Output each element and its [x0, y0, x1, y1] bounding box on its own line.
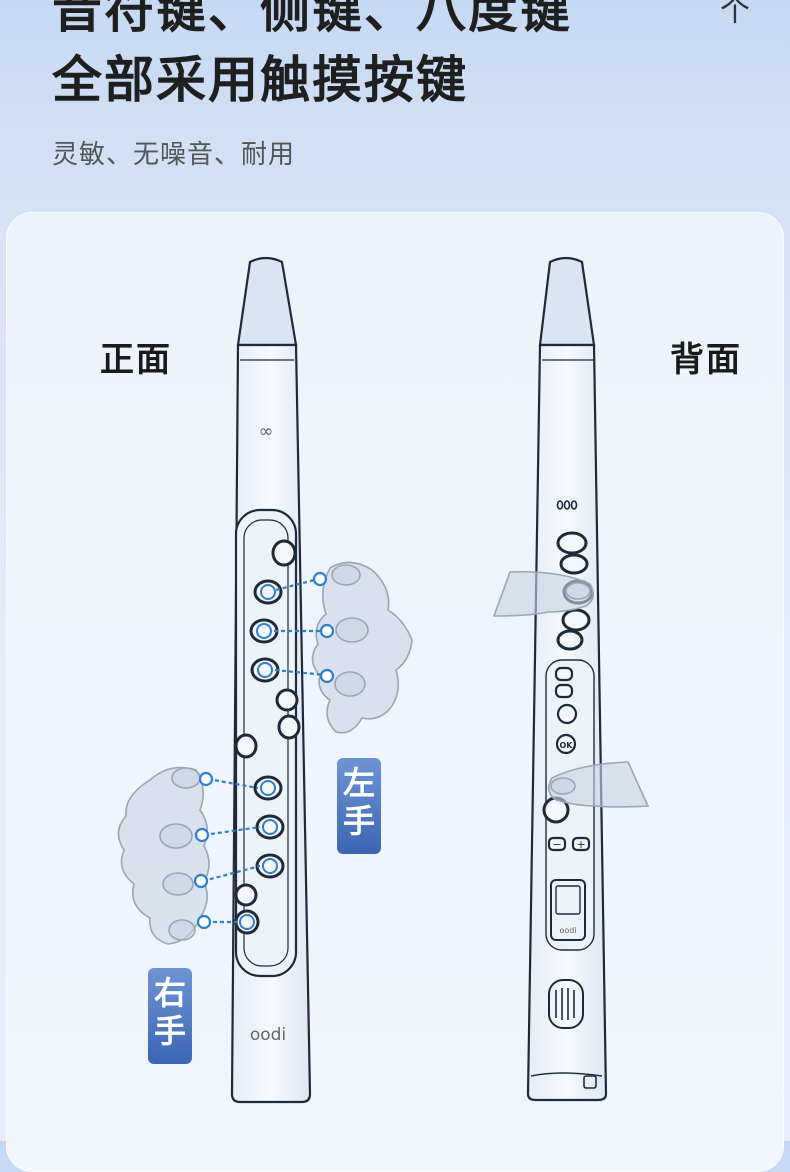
front-top-logo: ∞	[259, 421, 274, 442]
back-ok-label: OK	[560, 741, 574, 750]
left-hand-illustration	[311, 561, 413, 734]
side-key-3	[234, 733, 258, 759]
left-hand-tag-char-2: 手	[342, 802, 375, 840]
finger-dots	[193, 571, 335, 930]
headline-line-1: 音符键、侧键、八度键	[52, 0, 572, 39]
back-thumb-key-2	[561, 608, 591, 632]
back-button-2	[554, 683, 574, 699]
right-hand-tag-char-1: 右	[153, 974, 186, 1012]
back-mouthpiece	[538, 256, 596, 347]
back-ok-button	[555, 733, 577, 755]
right-hand-tag-char-2: 手	[153, 1012, 186, 1050]
front-mouthpiece	[236, 256, 298, 347]
octave-key	[271, 539, 297, 567]
side-key-4	[234, 883, 258, 907]
side-key-1	[275, 688, 299, 712]
back-octave-key-2	[559, 553, 589, 575]
back-bell-end	[530, 1072, 603, 1077]
back-thumb-illustrations	[492, 570, 650, 808]
front-view-label: 正面	[100, 340, 172, 380]
instrument-illustration: ∞ oodi	[117, 256, 650, 1104]
front-keys	[234, 539, 301, 935]
back-buttons	[542, 666, 591, 852]
headline-line-2: 全部采用触摸按键	[52, 51, 468, 109]
back-plus-button	[571, 836, 591, 852]
back-screen-brand: oodi	[559, 926, 576, 935]
back-button-1	[554, 666, 574, 682]
subtitle: 灵敏、无噪音、耐用	[52, 140, 296, 170]
back-octave-key-1	[556, 531, 588, 555]
back-view-label: 背面	[670, 340, 742, 380]
back-thumb-key-3	[556, 629, 584, 651]
note-key-4	[253, 775, 283, 801]
speaker-grille	[548, 979, 584, 1029]
front-brand-logo: oodi	[250, 1025, 286, 1045]
right-hand-tag: 右 手	[148, 968, 192, 1064]
right-hand-illustration	[117, 766, 210, 945]
back-screen	[550, 879, 586, 941]
key-highlight-rings	[239, 584, 278, 930]
note-key-5	[255, 814, 285, 840]
finger-connectors	[202, 577, 326, 924]
back-sensor-dots	[556, 500, 578, 510]
back-minus-label: −	[552, 838, 561, 851]
side-key-2	[277, 714, 301, 740]
left-hand-tag: 左 手	[337, 758, 381, 854]
top-right-mark: 个	[720, 0, 750, 29]
back-minus-button	[547, 836, 567, 852]
back-power-button	[556, 703, 578, 725]
back-plus-label: +	[576, 838, 585, 851]
note-key-1	[253, 579, 283, 605]
left-hand-tag-char-1: 左	[342, 764, 375, 802]
